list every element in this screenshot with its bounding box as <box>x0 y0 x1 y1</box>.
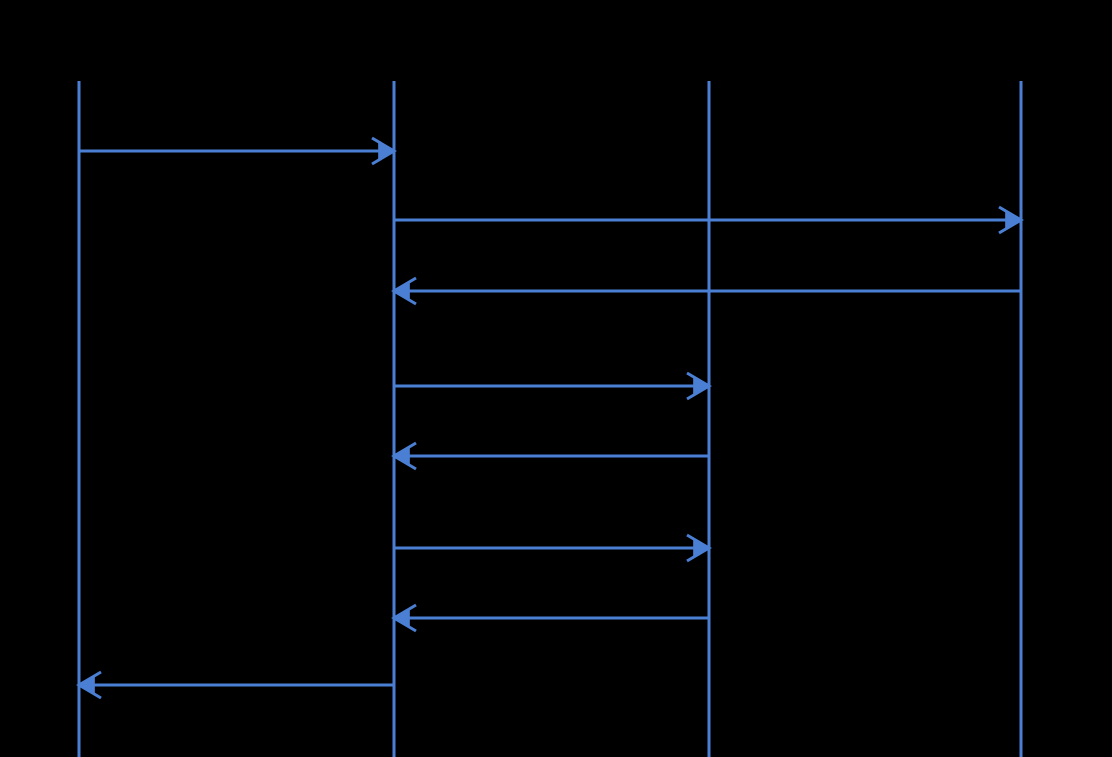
message-1 <box>79 136 397 166</box>
arrowhead-fill-8 <box>79 676 95 694</box>
message-7 <box>391 603 709 633</box>
arrowhead-fill-2 <box>1005 211 1021 229</box>
message-2 <box>394 205 1024 235</box>
message-5 <box>391 441 709 471</box>
message-8 <box>76 670 394 700</box>
arrowhead-fill-3 <box>394 282 410 300</box>
arrowhead-fill-4 <box>693 377 709 395</box>
arrowhead-fill-7 <box>394 609 410 627</box>
message-3 <box>391 276 1021 306</box>
message-6 <box>394 533 712 563</box>
arrowhead-fill-1 <box>378 142 394 160</box>
messages-group <box>76 136 1024 700</box>
arrowhead-fill-5 <box>394 447 410 465</box>
arrowhead-fill-6 <box>693 539 709 557</box>
message-4 <box>394 371 712 401</box>
lifelines-group <box>77 81 1023 757</box>
